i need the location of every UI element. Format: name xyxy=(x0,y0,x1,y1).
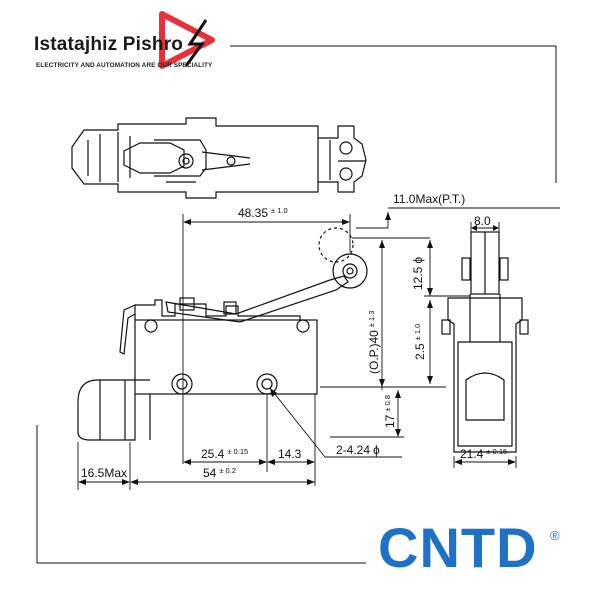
dim-25-4: 25.4± 0.15 xyxy=(201,447,248,461)
dim-op-40: (O.P.)40± 1.3 xyxy=(367,311,381,374)
dim-8-0: 8.0 xyxy=(474,214,491,228)
registered-mark: ® xyxy=(550,528,560,543)
dim-17: 17± 0.8 xyxy=(383,395,397,428)
front-view xyxy=(77,227,368,441)
dim-16-5: 16.5Max xyxy=(81,466,127,480)
dim-12-5: 12.5ϕ xyxy=(411,257,425,290)
top-view xyxy=(71,117,367,199)
brand-logo: Istatajhiz Pishro ELECTRICITY AND AUTOMA… xyxy=(0,0,260,80)
dim-11-max: 11.0Max(P.T.) xyxy=(393,192,465,206)
dim-21-4: 21.4± 0.15 xyxy=(460,447,507,461)
side-view xyxy=(441,231,529,453)
brand-tagline: ELECTRICITY AND AUTOMATION ARE OUR SPECI… xyxy=(36,62,213,69)
brand-name: Istatajhiz Pishro xyxy=(34,34,184,55)
dim-54: 54± 0.2 xyxy=(203,466,236,480)
dimension-lines xyxy=(77,207,560,490)
arrowheads xyxy=(78,212,516,485)
dim-48-35: 48.35± 1.0 xyxy=(238,206,288,220)
dim-14-3: 14.3 xyxy=(278,447,302,461)
dimension-labels: 48.35± 1.0 11.0Max(P.T.) 8.0 12.5ϕ 2.5± … xyxy=(81,192,507,480)
frame-lines xyxy=(36,45,557,564)
dim-2-5: 2.5± 1.0 xyxy=(413,324,427,360)
brand-mark-icon xyxy=(159,11,215,69)
manufacturer-logo: CNTD xyxy=(378,516,538,579)
